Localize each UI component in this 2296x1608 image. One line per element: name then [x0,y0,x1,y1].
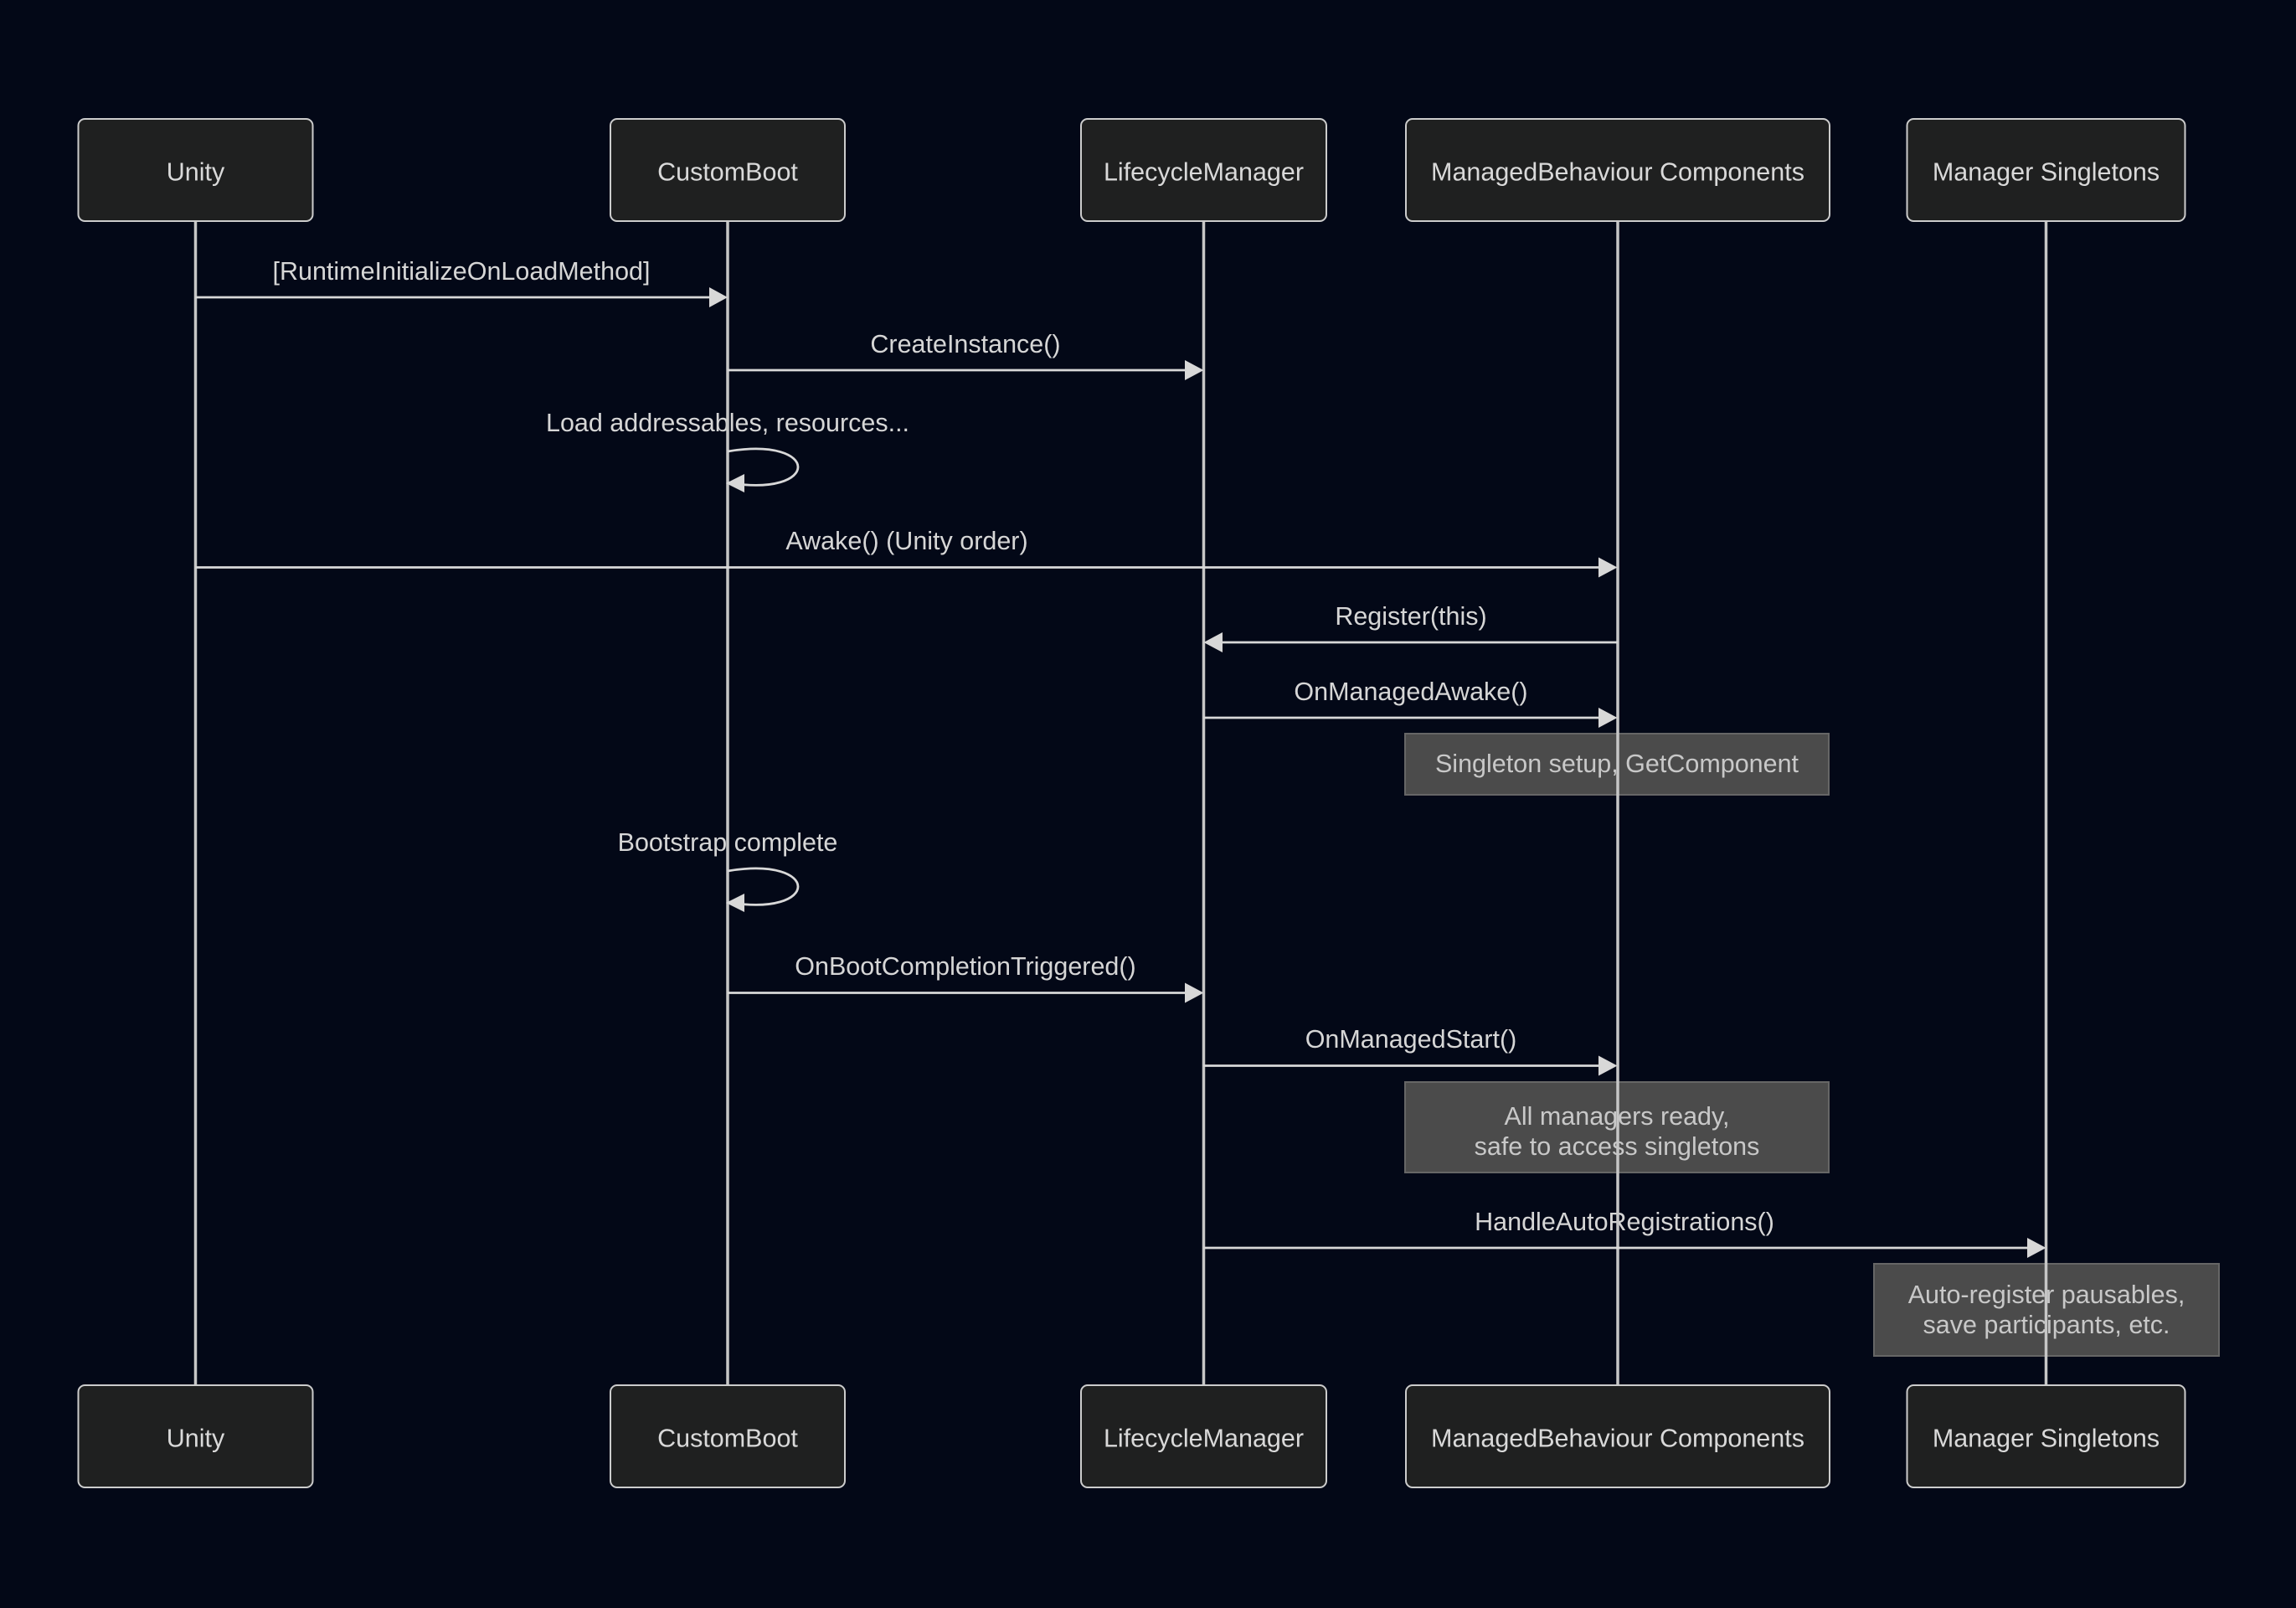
svg-text:Awake() (Unity order): Awake() (Unity order) [785,527,1027,555]
svg-text:Manager Singletons: Manager Singletons [1933,1425,2160,1453]
svg-text:LifecycleManager: LifecycleManager [1104,1425,1304,1453]
svg-text:Unity: Unity [167,1425,225,1453]
svg-text:OnManagedStart(): OnManagedStart() [1305,1025,1517,1054]
svg-text:LifecycleManager: LifecycleManager [1104,158,1304,187]
svg-text:HandleAutoRegistrations(): HandleAutoRegistrations() [1475,1208,1774,1236]
svg-text:Manager Singletons: Manager Singletons [1933,158,2160,187]
svg-text:OnManagedAwake(): OnManagedAwake() [1294,678,1527,706]
svg-text:ManagedBehaviour Components: ManagedBehaviour Components [1431,1425,1804,1453]
svg-text:Unity: Unity [167,158,225,187]
svg-text:[RuntimeInitializeOnLoadMethod: [RuntimeInitializeOnLoadMethod] [273,257,651,286]
svg-text:CustomBoot: CustomBoot [657,1425,798,1453]
svg-text:ManagedBehaviour Components: ManagedBehaviour Components [1431,158,1804,187]
svg-text:CreateInstance(): CreateInstance() [870,330,1060,358]
svg-text:Register(this): Register(this) [1335,602,1486,631]
svg-text:CustomBoot: CustomBoot [657,158,798,187]
svg-text:OnBootCompletionTriggered(): OnBootCompletionTriggered() [795,952,1135,981]
